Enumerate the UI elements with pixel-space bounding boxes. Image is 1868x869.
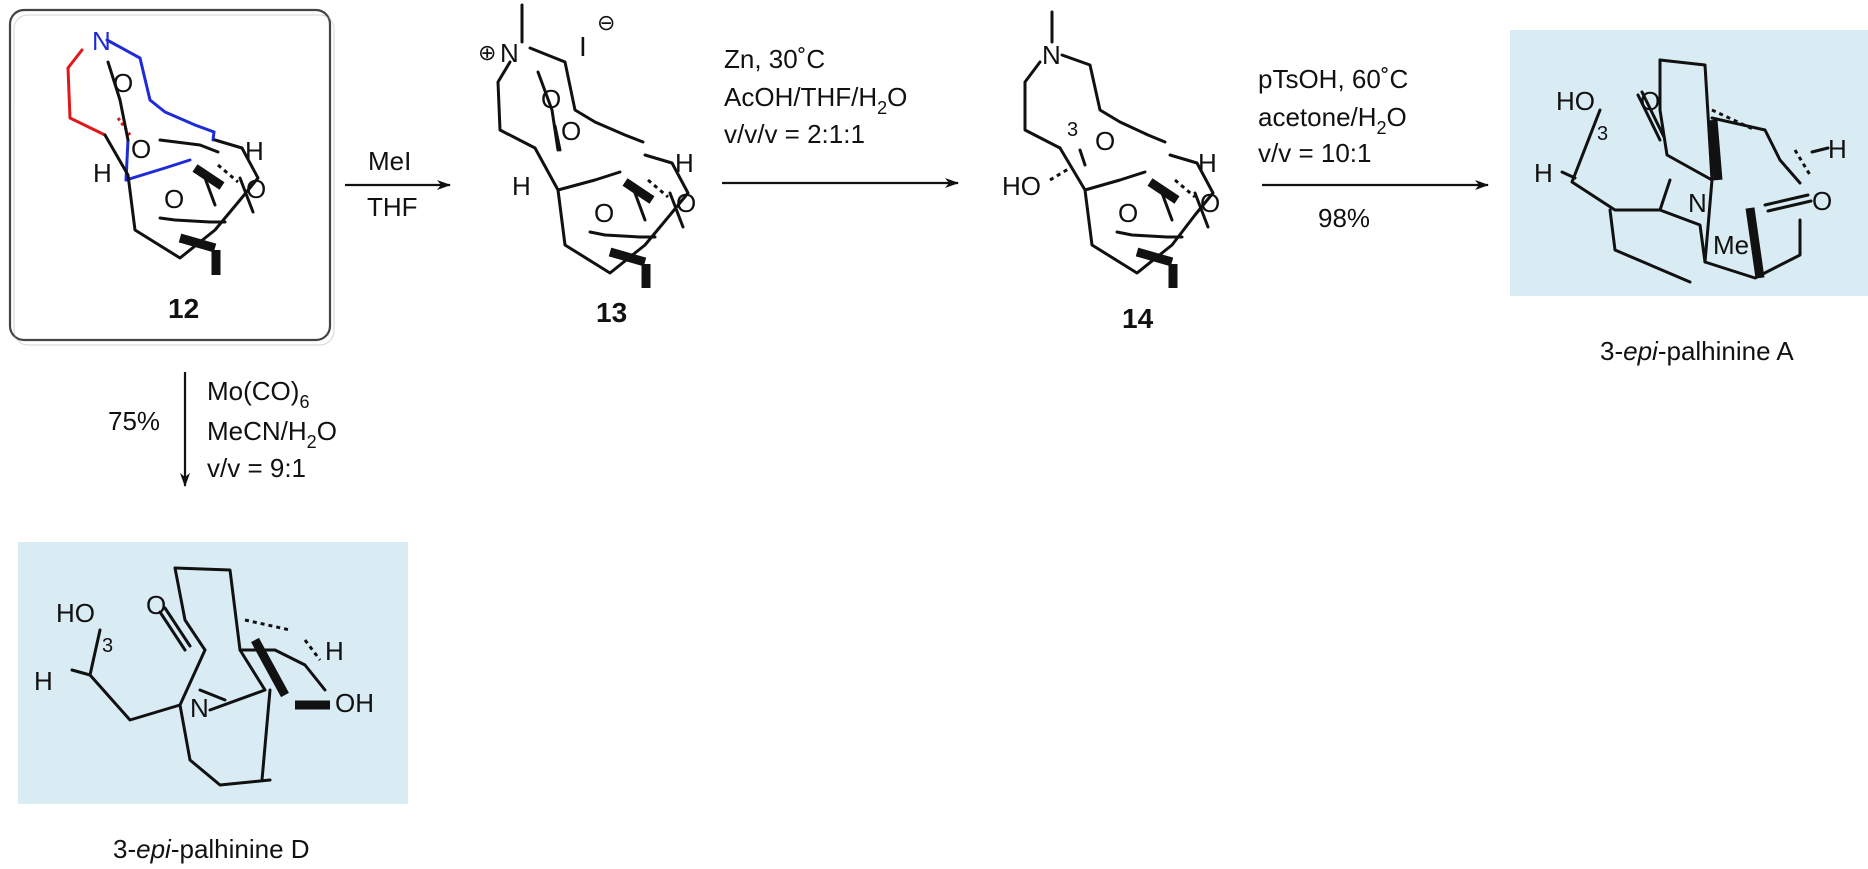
atom-H: H	[1198, 148, 1217, 178]
atom-O: O	[594, 198, 614, 228]
atom-O: O	[113, 68, 133, 98]
atom-O: O	[246, 174, 266, 204]
atom-H: H	[245, 136, 264, 166]
atom-N: N	[500, 38, 519, 68]
ratio-line: v/v/v = 2:1:1	[724, 119, 865, 149]
atom-H: H	[34, 666, 53, 696]
atom-N: N	[190, 693, 209, 723]
atom-N: N	[1042, 40, 1061, 70]
atom-O: O	[541, 84, 561, 114]
reagent-line: Zn, 30˚C	[724, 44, 825, 74]
reagent-line: pTsOH, 60˚C	[1258, 64, 1408, 94]
atom-H: H	[1828, 134, 1847, 164]
compound-12: N O O H H O O 12	[8, 8, 335, 346]
hydroxyl: OH	[335, 688, 374, 718]
atom-O: O	[146, 590, 166, 620]
atom-O: O	[131, 134, 151, 164]
atom-N: N	[1688, 188, 1707, 218]
hydroxyl: HO	[1002, 171, 1041, 201]
locant-3: 3	[1597, 123, 1608, 145]
step-2: Zn, 30˚C AcOH/THF/H2O v/v/v = 2:1:1	[722, 44, 959, 188]
atom-H: H	[93, 158, 112, 188]
hydroxyl: HO	[1556, 86, 1595, 116]
plus-charge: ⊕	[478, 40, 496, 65]
highlight-box	[18, 542, 408, 804]
atom-O: O	[1118, 198, 1138, 228]
locant-3: 3	[1067, 119, 1078, 141]
atom-O: O	[164, 184, 184, 214]
methyl: Me	[1713, 230, 1749, 260]
yield: 98%	[1318, 203, 1370, 233]
product-name: 3-epi-palhinine A	[1600, 336, 1794, 366]
compound-13: ⊕ N I ⊖ O O H H O O 13	[478, 3, 696, 328]
reagent-line: Mo(CO)6	[207, 376, 309, 412]
atom-O: O	[1095, 126, 1115, 156]
compound-label: 13	[596, 297, 627, 328]
solvent-line: acetone/H2O	[1258, 102, 1407, 138]
highlight-box	[1510, 30, 1868, 296]
atom-O: O	[1640, 86, 1660, 116]
solvent-line: THF	[367, 192, 418, 222]
product-3-epi-palhinine-A: HO 3 H O N Me H O 3-epi-palhinine A	[1510, 30, 1868, 366]
step-4: 75% Mo(CO)6 MeCN/H2O v/v = 9:1	[108, 372, 337, 487]
atom-H: H	[512, 171, 531, 201]
ratio-line: v/v = 10:1	[1258, 138, 1371, 168]
yield: 75%	[108, 406, 160, 436]
step-3: pTsOH, 60˚C acetone/H2O v/v = 10:1 98%	[1258, 64, 1489, 233]
atom-O: O	[1200, 188, 1220, 218]
counterion: I	[579, 31, 587, 62]
reagent-line: MeI	[368, 146, 411, 176]
ratio-line: v/v = 9:1	[207, 453, 306, 483]
atom-H: H	[1534, 158, 1553, 188]
locant-3: 3	[102, 635, 113, 657]
atom-H: H	[675, 148, 694, 178]
compound-12-box	[8, 8, 332, 342]
solvent-line: MeCN/H2O	[207, 416, 337, 452]
atom-O: O	[561, 116, 581, 146]
compound-14: N 3 O H HO O O 14	[1002, 10, 1220, 334]
atom-N: N	[92, 26, 111, 56]
atom-O: O	[676, 188, 696, 218]
minus-charge: ⊖	[597, 10, 615, 35]
product-name: 3-epi-palhinine D	[113, 834, 310, 864]
solvent-line: AcOH/THF/H2O	[724, 82, 907, 118]
compound-label: 14	[1122, 303, 1154, 334]
hydroxyl: HO	[56, 598, 95, 628]
atom-O: O	[1812, 186, 1832, 216]
compound-label: 12	[168, 293, 199, 324]
product-3-epi-palhinine-D: HO 3 H O N H OH 3-epi-palhinine D	[18, 542, 408, 864]
atom-H: H	[325, 636, 344, 666]
step-1: MeI THF	[345, 146, 451, 222]
